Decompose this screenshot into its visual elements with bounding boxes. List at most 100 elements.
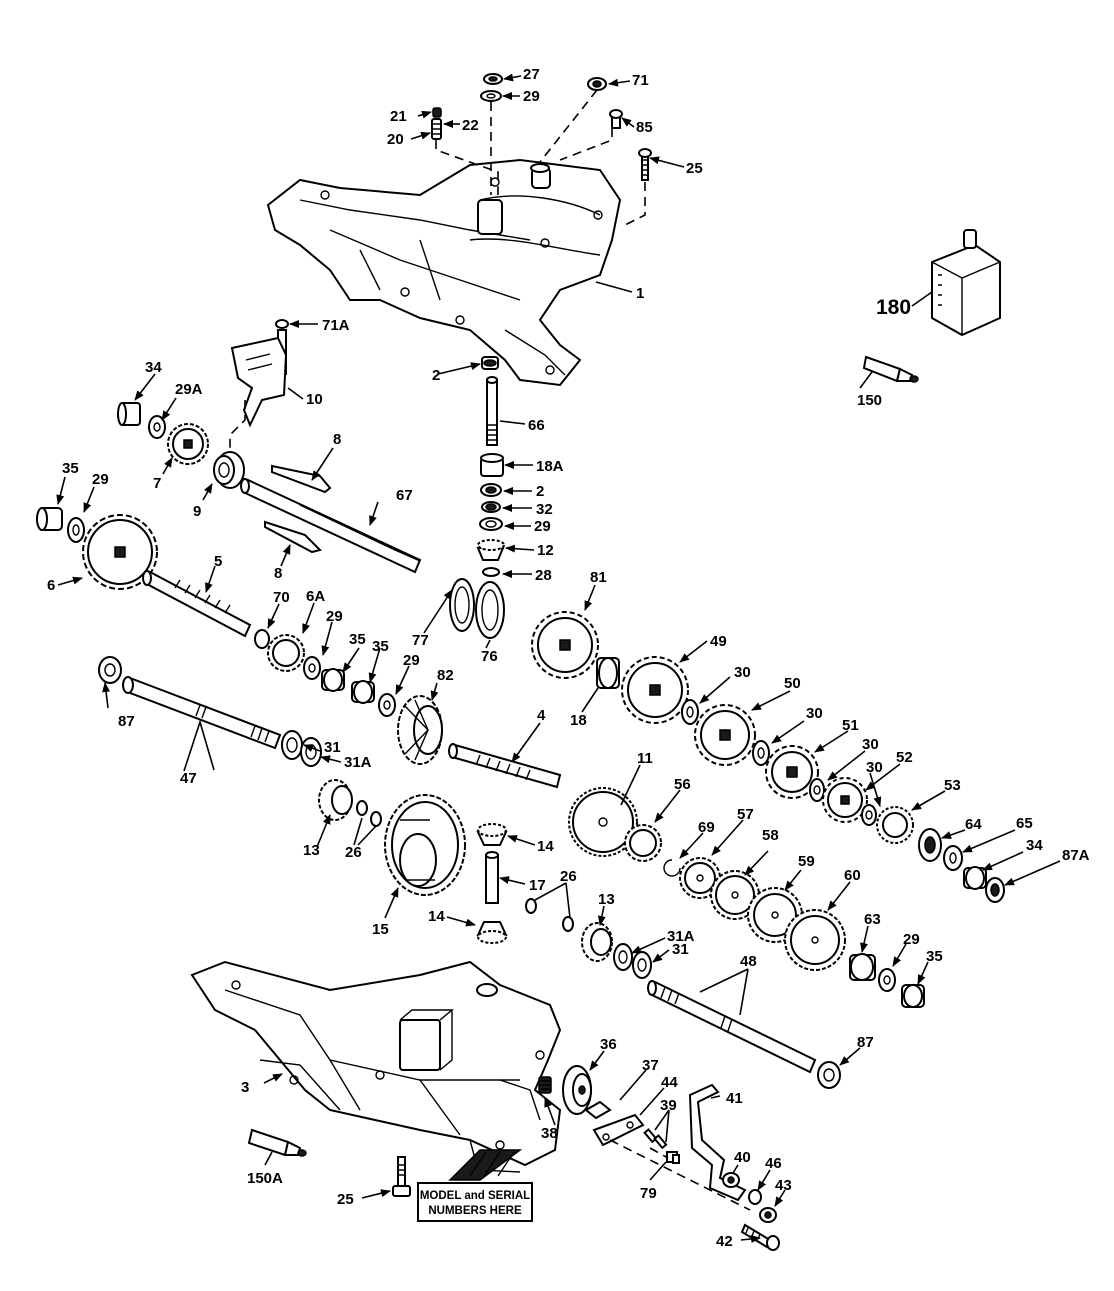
callout-35: 35 (926, 948, 943, 965)
callout-13: 13 (598, 891, 615, 908)
callout-26: 26 (345, 844, 362, 861)
callout-13: 13 (303, 842, 320, 859)
callout-71A: 71A (322, 317, 350, 334)
brake-lever-parts (584, 1100, 680, 1164)
gear-part-56 (624, 824, 681, 877)
callout-47: 47 (180, 770, 197, 787)
callout-5: 5 (214, 553, 222, 570)
callout-29: 29 (403, 652, 420, 669)
callout-10: 10 (306, 391, 323, 408)
lower-housing-part-3 (190, 960, 562, 1173)
callout-51: 51 (842, 717, 859, 734)
model-serial-stamp: MODEL and SERIAL NUMBERS HERE (417, 1149, 533, 1222)
shaft-part-67 (240, 478, 422, 574)
pinion-parts-14-17 (476, 823, 574, 944)
bushings-left (36, 507, 85, 543)
callout-18A: 18A (536, 458, 564, 475)
callout-1: 1 (636, 285, 644, 302)
shaft-part-4 (448, 743, 562, 789)
callout-50: 50 (784, 675, 801, 692)
callout-32: 32 (536, 501, 553, 518)
stamp-line-1: MODEL and SERIAL (420, 1190, 530, 1202)
callout-27: 27 (523, 66, 540, 83)
gear-part-58 (710, 870, 760, 920)
callout-58: 58 (762, 827, 779, 844)
bushings-right (849, 953, 925, 1008)
axle-part-48 (647, 980, 841, 1089)
gear-part-49 (621, 656, 689, 724)
washers-31-31A-mid (281, 730, 322, 767)
oil-bottle-part-180 (931, 229, 1001, 337)
shaft-part-5 (142, 570, 252, 638)
callout-34: 34 (145, 359, 162, 376)
callout-35: 35 (62, 460, 79, 477)
callout-6A: 6A (306, 588, 325, 605)
callout-41: 41 (726, 1090, 743, 1107)
gear-part-7 (167, 423, 209, 465)
callout-31A: 31A (344, 754, 372, 771)
callout-39: 39 (660, 1097, 677, 1114)
bushing-part-18 (596, 657, 620, 689)
callout-49: 49 (710, 633, 727, 650)
gear-part-11 (568, 787, 638, 857)
callout-29: 29 (523, 88, 540, 105)
collar-part-9 (213, 451, 245, 489)
callout-28: 28 (535, 567, 552, 584)
bushings-left-upper (117, 402, 166, 439)
right-end-parts (918, 828, 1005, 903)
callout-34: 34 (1026, 837, 1043, 854)
gear-part-51 (765, 745, 819, 799)
callout-71: 71 (632, 72, 649, 89)
gear-part-60 (784, 909, 846, 971)
upper-housing-part-1 (266, 158, 622, 387)
callout-labels: 27 29 71 21 22 85 20 25 1 180 71A 2 150 … (47, 66, 1090, 1250)
bevel-gear-part-82 (397, 695, 443, 765)
callout-53: 53 (944, 777, 961, 794)
callout-30: 30 (806, 705, 823, 722)
callout-46: 46 (765, 1155, 782, 1172)
shift-fork-part-10 (229, 319, 289, 450)
callout-40: 40 (734, 1149, 751, 1166)
callout-6: 6 (47, 577, 55, 594)
thrust-washers-77-76 (449, 578, 505, 639)
ring-gear-part-15 (384, 794, 466, 896)
callout-64: 64 (965, 816, 982, 833)
callout-180: 180 (876, 296, 911, 319)
callout-79: 79 (640, 1185, 657, 1202)
callout-35: 35 (372, 638, 389, 655)
callout-31: 31 (324, 739, 341, 756)
callout-9: 9 (193, 503, 201, 520)
stamp-line-2: NUMBERS HERE (428, 1205, 522, 1217)
bolt-part-25-lower (392, 1156, 411, 1197)
callout-21: 21 (390, 108, 407, 125)
callout-85: 85 (636, 119, 653, 136)
callout-25: 25 (686, 160, 703, 177)
callout-18: 18 (570, 712, 587, 729)
gear-part-50 (694, 704, 756, 766)
gear-part-53 (876, 806, 914, 844)
callout-67: 67 (396, 487, 413, 504)
callout-87: 87 (857, 1034, 874, 1051)
gear-part-52 (822, 777, 868, 823)
callout-20: 20 (387, 131, 404, 148)
gear-part-81 (531, 611, 599, 679)
callout-87: 87 (118, 713, 135, 730)
callout-69: 69 (698, 819, 715, 836)
callout-36: 36 (600, 1036, 617, 1053)
callout-15: 15 (372, 921, 389, 938)
gear-cluster-6A (254, 629, 396, 717)
leader-lines (56, 73, 1061, 1243)
callout-29: 29 (326, 608, 343, 625)
callout-31: 31 (672, 941, 689, 958)
callout-48: 48 (740, 953, 757, 970)
vertical-stack (476, 356, 505, 577)
callout-2: 2 (536, 483, 544, 500)
brake-parts-36-38 (538, 1065, 592, 1115)
callout-29: 29 (903, 931, 920, 948)
callout-82: 82 (437, 667, 454, 684)
callout-14: 14 (428, 908, 445, 925)
callout-63: 63 (864, 911, 881, 928)
sealant-tube-part-150 (862, 355, 919, 383)
callout-87A: 87A (1062, 847, 1090, 864)
callout-35: 35 (349, 631, 366, 648)
